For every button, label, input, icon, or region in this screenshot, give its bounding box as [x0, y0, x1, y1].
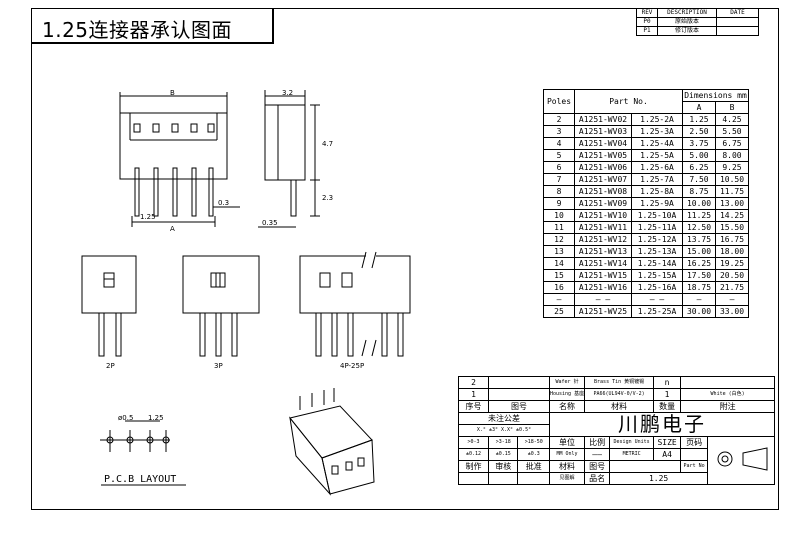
item-no: 2: [458, 376, 489, 389]
pcb-layout: [100, 420, 186, 486]
label-4p-25p: 4P-25P: [340, 362, 364, 370]
label-3p: 3P: [214, 362, 223, 370]
metric-value: METRIC: [609, 448, 655, 461]
view-4p-25p: [299, 251, 411, 357]
tol-range: >0-3: [458, 436, 489, 449]
view-2p: [81, 255, 137, 357]
page-label: 页码: [680, 436, 709, 449]
material-label: 材料: [548, 460, 586, 473]
product-name-label: 品名: [584, 472, 611, 485]
hdr-seq: 序号: [458, 400, 489, 413]
hdr-material: 材料: [584, 400, 655, 413]
approve-label: 批准: [517, 460, 550, 473]
design-units-label: Design Units: [609, 436, 655, 449]
projection-symbol: [707, 436, 776, 485]
revision-table: REV DESCRIPTION DATE P0 原始版本 P1 修订版本: [636, 8, 759, 36]
dim-b-cell: —: [715, 293, 749, 306]
pcb-pitch-label: 1.25: [148, 414, 164, 422]
part-no-header: Part No.: [574, 89, 683, 114]
view-3p: [182, 255, 260, 357]
drawing-no-label: 图号: [584, 460, 611, 473]
product-name-value: 1.25: [609, 472, 709, 485]
part-name: Wafer 针: [548, 376, 586, 389]
part-note: [680, 376, 776, 389]
pcb-layout-title: P.C.B LAYOUT: [104, 474, 176, 485]
maker-label: 制作: [458, 460, 489, 473]
drawing-frame: [31, 8, 779, 510]
dim-height-label: 4.7: [322, 140, 333, 148]
dim-b-cell: 33.00: [715, 305, 749, 318]
hdr-note: 附注: [680, 400, 776, 413]
dim-b-label: B: [170, 89, 175, 97]
part-note: White (白色): [680, 388, 776, 401]
page-title: 1.25连接器承认图面: [42, 18, 233, 42]
tol-range: >18-50: [517, 436, 550, 449]
company-name: 川鹏电子: [548, 412, 776, 437]
dim-pitch-label: 1.25: [140, 213, 156, 221]
isometric-connector: [289, 388, 375, 496]
part-material: PA66(UL94V-0/V-2): [584, 388, 655, 401]
part-qty: n: [653, 376, 682, 389]
hdr-name: 名称: [548, 400, 586, 413]
title-box: [31, 8, 274, 44]
side-view-housing: [264, 104, 306, 181]
dim-depth-label: 3.2: [282, 89, 293, 97]
projection-icon: [717, 447, 768, 471]
scale-label: 比例: [584, 436, 611, 449]
part-no-label: Part No: [680, 460, 709, 473]
dim-pin-length-label: 2.3: [322, 194, 333, 202]
label-2p: 2P: [106, 362, 115, 370]
title-block: 2 Wafer 针 Brass Tin 黄铜镀锡 n 1 Housing 基座 …: [458, 376, 776, 485]
unit-label: 单位: [548, 436, 586, 449]
poles-cell: 25: [543, 305, 575, 318]
dim-offset-label: 0.35: [262, 219, 278, 227]
item-no: 1: [458, 388, 489, 401]
review-label: 审核: [487, 460, 519, 473]
see-drawing-label: 见图解: [548, 472, 586, 485]
hdr-qty: 数量: [653, 400, 682, 413]
pcb-hole-dia-label: ø0.5: [118, 414, 133, 422]
front-view-pins: [133, 123, 215, 217]
part-name: Housing 基座: [548, 388, 586, 401]
scale-value: ——: [584, 448, 611, 461]
part-qty: 1: [653, 388, 682, 401]
dimensions-row: —— —— ———: [543, 293, 749, 306]
dim-a-label: A: [170, 225, 175, 233]
tol-range: >3-18: [487, 436, 519, 449]
tol-value: ±0.12: [458, 448, 489, 461]
tolerance-title: 未注公差: [458, 412, 550, 425]
unit-value: MM Only: [548, 448, 586, 461]
rev-date-cell: [716, 26, 759, 36]
size-label: SIZE: [653, 436, 682, 449]
hdr-drawing-no: 图号: [488, 400, 550, 413]
tol-value: ±0.3: [517, 448, 550, 461]
tol-value: ±0.15: [487, 448, 519, 461]
size-value: A4: [653, 448, 682, 461]
tolerance-angle: X.° ±3° X.X° ±0.5°: [458, 424, 550, 437]
dim-pin-width-label: 0.3: [218, 199, 229, 207]
part-material: Brass Tin 黄铜镀锡: [584, 376, 655, 389]
